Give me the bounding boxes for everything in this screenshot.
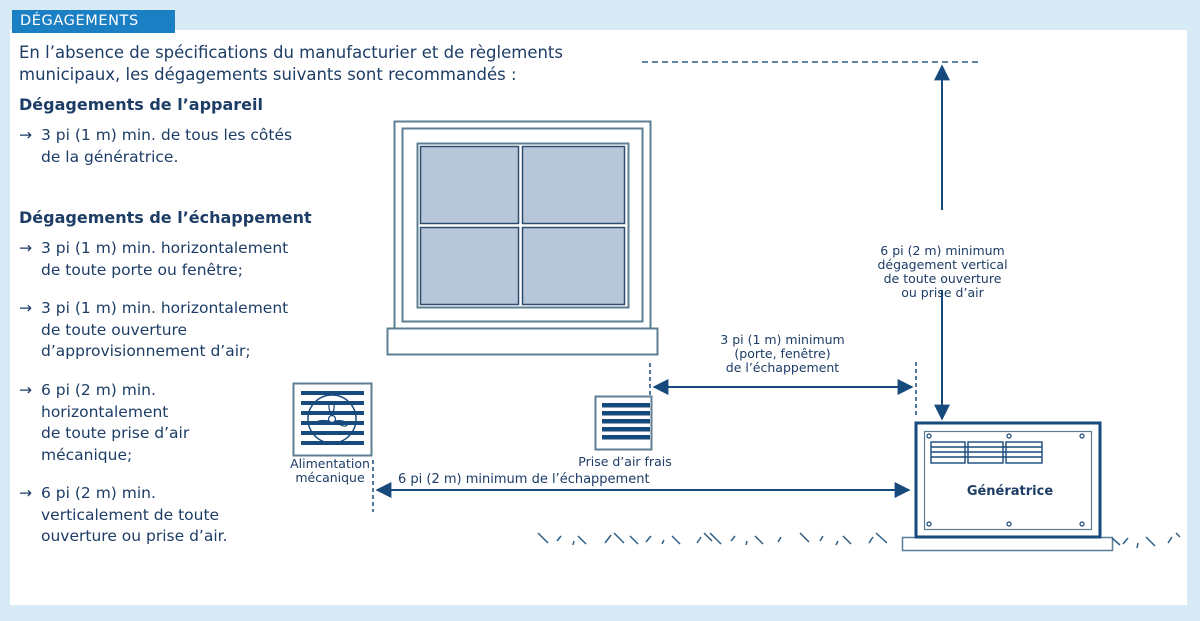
arrow-icon: →	[19, 484, 32, 502]
door-clearance-label: 3 pi (1 m) minimum (porte, fenêtre) de l…	[690, 333, 875, 375]
item-line: 3 pi (1 m) min. de tous les côtés	[41, 126, 293, 144]
appliance-item: → 3 pi (1 m) min. de tous les côtés de l…	[19, 125, 292, 168]
item-line: mécanique;	[41, 445, 133, 464]
intro-line-2: municipaux, les dégagements suivants son…	[19, 65, 517, 84]
vertical-clearance-label: 6 pi (2 m) minimum dégagement vertical d…	[850, 244, 1035, 300]
window-icon	[386, 120, 659, 356]
item-line: de toute prise d’air	[41, 424, 190, 442]
fan-vent-icon	[292, 382, 373, 457]
vertical-clearance-dimension	[642, 61, 980, 421]
ground-icon	[537, 532, 1181, 549]
label-line: ou prise d’air	[901, 285, 984, 300]
exhaust-item: → 3 pi (1 m) min. horizontalement de tou…	[19, 298, 288, 363]
intro-line-1: En l’absence de spécifications du manufa…	[19, 43, 563, 62]
section-header: DÉGAGEMENTS	[12, 10, 175, 33]
generator-label: Génératrice	[966, 484, 1054, 499]
item-line: de toute porte ou fenêtre;	[41, 260, 243, 279]
exhaust-heading: Dégagements de l’échappement	[19, 208, 312, 227]
label-line: dégagement vertical	[877, 257, 1008, 272]
exhaust-item: → 6 pi (2 m) min. verticalement de toute…	[19, 483, 228, 548]
mech-clearance-dimension	[372, 460, 911, 512]
exhaust-item: → 3 pi (1 m) min. horizontalement de tou…	[19, 238, 288, 281]
item-line: horizontalement	[41, 402, 169, 421]
label-line: (porte, fenêtre)	[734, 346, 831, 361]
item-line: 6 pi (2 m) min.	[41, 381, 156, 399]
mech-intake-label: Alimentation mécanique	[280, 457, 380, 485]
label-line: de l’échappement	[725, 360, 840, 375]
label-line: 6 pi (2 m) minimum	[880, 243, 1005, 258]
appliance-heading: Dégagements de l’appareil	[19, 95, 263, 114]
fresh-air-vent-icon	[594, 395, 653, 451]
generator-icon	[901, 421, 1114, 552]
exhaust-item: → 6 pi (2 m) min. horizontalement de tou…	[19, 380, 189, 466]
item-line: 6 pi (2 m) min.	[41, 484, 156, 502]
fresh-air-label: Prise d’air frais	[578, 454, 672, 469]
label-line: mécanique	[295, 470, 365, 485]
label-line: de toute ouverture	[883, 271, 1002, 286]
label-line: Alimentation	[290, 456, 370, 471]
item-line: 3 pi (1 m) min. horizontalement	[41, 299, 289, 317]
label-line: 3 pi (1 m) minimum	[720, 332, 845, 347]
item-line: verticalement de toute	[41, 505, 220, 524]
item-line: d’approvisionnement d’air;	[41, 342, 251, 360]
item-line: de toute ouverture	[41, 320, 188, 339]
arrow-icon: →	[19, 239, 32, 257]
arrow-icon: →	[19, 381, 32, 399]
item-line: 3 pi (1 m) min. horizontalement	[41, 239, 289, 257]
arrow-icon: →	[19, 299, 32, 317]
intro-text: En l’absence de spécifications du manufa…	[19, 42, 619, 86]
item-line: de la génératrice.	[41, 147, 179, 166]
item-line: ouverture ou prise d’air.	[41, 527, 228, 545]
arrow-icon: →	[19, 126, 32, 144]
door-clearance-dimension	[649, 362, 917, 418]
mech-clearance-label: 6 pi (2 m) minimum de l’échappement	[398, 472, 650, 487]
